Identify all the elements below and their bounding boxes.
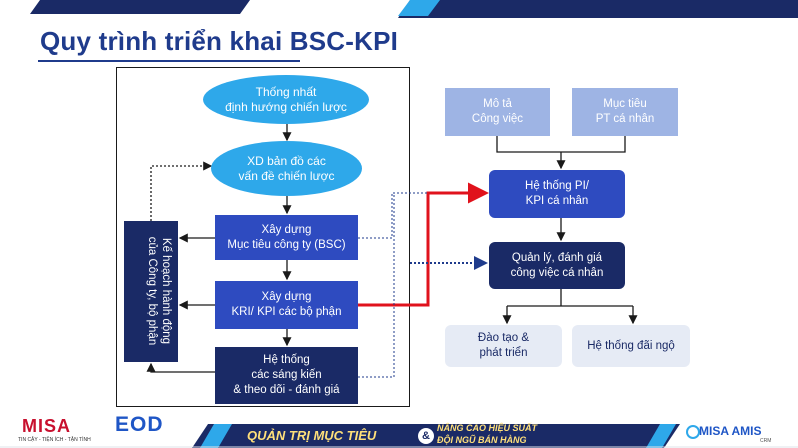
amis-logo-icon xyxy=(686,425,700,439)
node-action-plan: Kế hoạch hành động của Công ty, bộ phận xyxy=(146,236,172,346)
dotted-initiatives-to-evaluate xyxy=(358,193,395,378)
arrow-initiatives-to-action xyxy=(146,362,215,373)
misa-amis-sub: CRM xyxy=(760,438,772,444)
banner-main-text: QUẢN TRỊ MỤC TIÊU xyxy=(247,428,377,443)
node-job-description: Mô tả Công việc xyxy=(445,88,550,136)
misa-tagline: TIN CẬY - TIỆN ÍCH - TẬN TÌNH xyxy=(18,437,91,443)
node-kri-kpi: Xây dựng KRI/ KPI các bộ phận xyxy=(215,281,358,329)
node-rewards: Hệ thống đãi ngộ xyxy=(572,325,690,367)
page-title: Quy trình triển khai BSC-KPI xyxy=(40,26,399,56)
node-personal-goals: Mục tiêu PT cá nhân xyxy=(572,88,678,136)
node-initiatives: Hệ thống các sáng kiến & theo dõi - đánh… xyxy=(215,347,358,404)
banner-ampersand: & xyxy=(418,428,434,444)
top-banner xyxy=(30,0,798,18)
red-arrow-kri-to-pikpi xyxy=(358,182,489,307)
banner-line-1: NÂNG CAO HIỆU SUẤT xyxy=(437,423,538,433)
line-jobdesc-merge xyxy=(496,136,626,153)
dotted-action-to-map xyxy=(150,161,213,221)
misa-amis-logo: MISA AMIS xyxy=(699,424,762,438)
dotted-goals-to-pikpi xyxy=(358,192,428,239)
footer-banner xyxy=(0,424,798,448)
eod-logo: EOD xyxy=(115,413,164,436)
node-evaluate: Quản lý, đánh giá công việc cá nhân xyxy=(489,242,625,289)
node-company-goals: Xây dựng Mục tiêu công ty (BSC) xyxy=(215,215,358,260)
company-process-frame xyxy=(116,67,410,407)
misa-logo: MISA xyxy=(22,416,71,436)
banner-line-2: ĐỘI NGŨ BÁN HÀNG xyxy=(437,435,527,445)
node-strategy-map: XD bản đồ các vấn đề chiến lược xyxy=(211,141,362,196)
title-underline xyxy=(38,60,300,62)
node-unify-strategy: Thống nhất định hướng chiến lược xyxy=(203,75,369,124)
node-pi-kpi: Hệ thống PI/ KPI cá nhân xyxy=(489,170,625,218)
node-action-plan-box xyxy=(124,221,178,362)
node-training: Đào tạo & phát triển xyxy=(445,325,562,367)
